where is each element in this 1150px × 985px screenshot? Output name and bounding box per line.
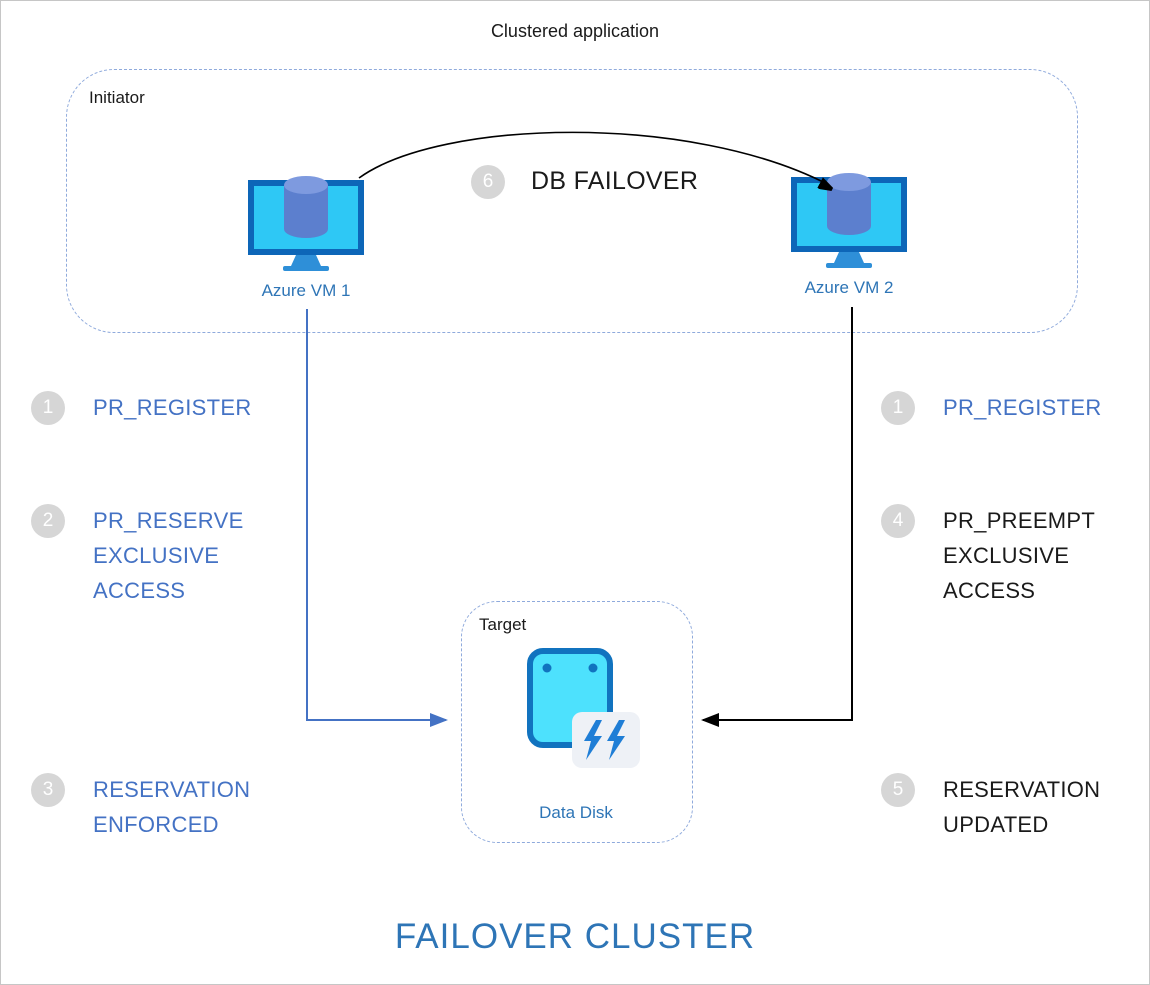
- step-label: PR_PREEMPT EXCLUSIVE ACCESS: [943, 503, 1095, 608]
- step-line: UPDATED: [943, 812, 1049, 837]
- badge-background: [572, 712, 640, 768]
- step-line: PR_PREEMPT: [943, 508, 1096, 533]
- step-line: RESERVATION: [943, 777, 1101, 802]
- step-right-4: 4 PR_PREEMPT EXCLUSIVE ACCESS: [881, 503, 1095, 608]
- step-line: ACCESS: [93, 578, 186, 603]
- step-number: 3: [42, 779, 54, 800]
- azure-vm-1-label: Azure VM 1: [261, 281, 351, 300]
- data-disk-icon: [527, 648, 640, 768]
- step-number-badge: 3: [31, 773, 65, 807]
- azure-vm-2-group: Azure VM 2: [789, 166, 909, 298]
- azure-vm-2-label: Azure VM 2: [804, 278, 894, 297]
- step-number: 4: [892, 510, 904, 531]
- step-left-2: 2 PR_RESERVE EXCLUSIVE ACCESS: [31, 503, 244, 608]
- azure-vm-1-group: Azure VM 1: [246, 169, 366, 301]
- step-line: PR_REGISTER: [93, 395, 252, 420]
- step-line: PR_REGISTER: [943, 395, 1102, 420]
- db-failover-step: 6 DB FAILOVER: [471, 164, 698, 199]
- step-number-badge: 1: [881, 391, 915, 425]
- step-number: 1: [42, 397, 54, 418]
- step-label: PR_REGISTER: [943, 390, 1102, 425]
- vm1-to-disk-arrow: [306, 309, 448, 727]
- lightning-bolt-icon: [584, 720, 625, 760]
- step-number: 1: [892, 397, 904, 418]
- clustered-application-label: Clustered application: [490, 21, 660, 41]
- db-failover-label: DB FAILOVER: [531, 167, 699, 195]
- step-label: PR_RESERVE EXCLUSIVE ACCESS: [93, 503, 244, 608]
- step-line: EXCLUSIVE: [943, 543, 1070, 568]
- step-line: PR_RESERVE: [93, 508, 244, 533]
- step-label: RESERVATION UPDATED: [943, 772, 1100, 842]
- step-number-badge: 2: [31, 504, 65, 538]
- step-label: PR_REGISTER: [93, 390, 252, 425]
- target-box: [461, 601, 693, 843]
- vm2-to-disk-arrow: [701, 307, 853, 727]
- step-right-5: 5 RESERVATION UPDATED: [881, 772, 1100, 842]
- initiator-label: Initiator: [89, 88, 145, 107]
- step-number: 5: [892, 779, 904, 800]
- step-number-badge: 4: [881, 504, 915, 538]
- target-label: Target: [479, 615, 527, 634]
- data-disk-group: [506, 646, 646, 783]
- step-line: RESERVATION: [93, 777, 251, 802]
- step-line: EXCLUSIVE: [93, 543, 220, 568]
- data-disk-label: Data Disk: [539, 803, 613, 822]
- step-label: RESERVATION ENFORCED: [93, 772, 250, 842]
- step-right-1: 1 PR_REGISTER: [881, 390, 1102, 425]
- step-line: ENFORCED: [93, 812, 219, 837]
- page-title: FAILOVER CLUSTER: [394, 917, 756, 956]
- azure-vm-icon: [248, 176, 364, 271]
- step-number: 6: [482, 171, 494, 192]
- step-number-badge: 1: [31, 391, 65, 425]
- step-number-badge: 6: [471, 165, 505, 199]
- step-number-badge: 5: [881, 773, 915, 807]
- step-left-1: 1 PR_REGISTER: [31, 390, 252, 425]
- azure-vm-icon: [791, 173, 907, 268]
- step-number: 2: [42, 510, 54, 531]
- step-left-3: 3 RESERVATION ENFORCED: [31, 772, 250, 842]
- step-line: ACCESS: [943, 578, 1036, 603]
- initiator-box: [66, 69, 1078, 333]
